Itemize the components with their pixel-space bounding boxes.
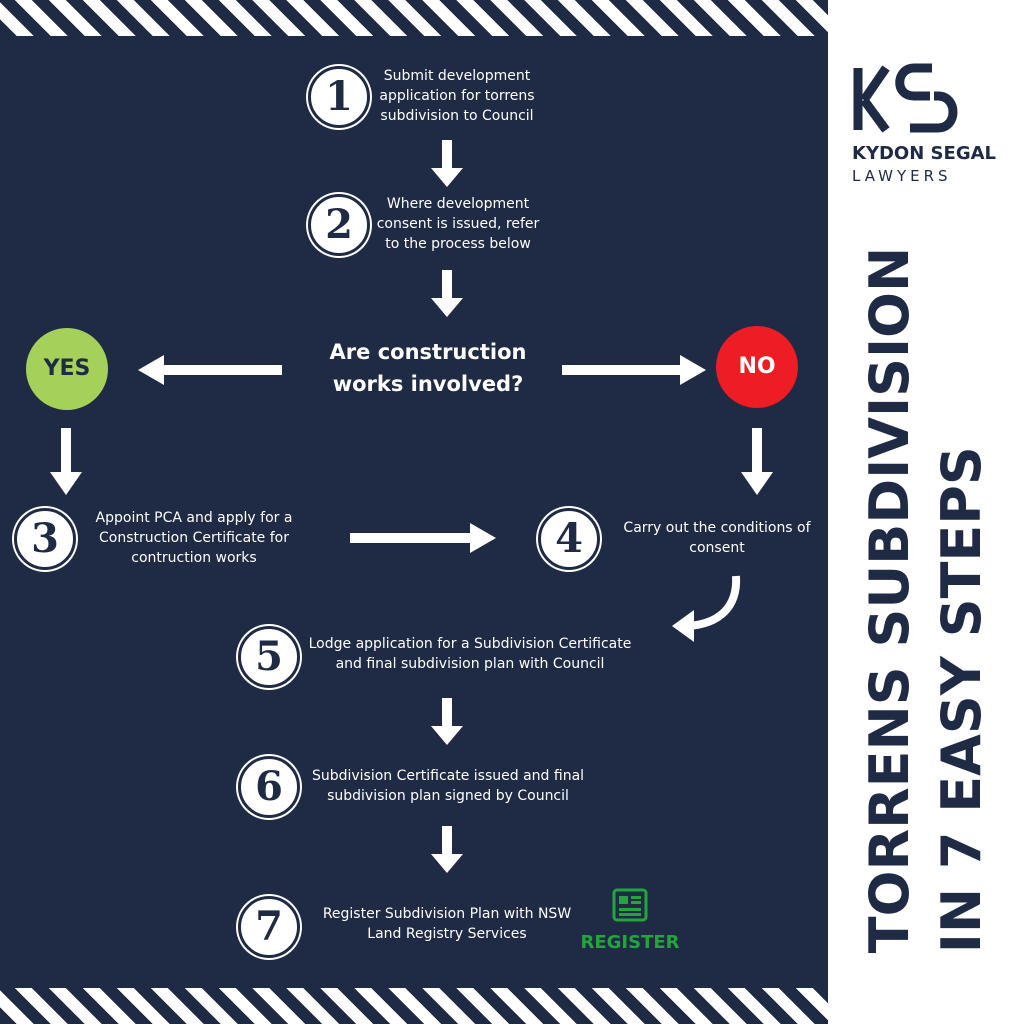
arrow-down-icon <box>431 826 463 873</box>
step-7-text: Register Subdivision Plan with NSW Land … <box>322 906 572 942</box>
step-6-text: Subdivision Certificate issued and final… <box>311 768 585 804</box>
step-2-text: Where development consent is issued, ref… <box>376 196 540 252</box>
step-5-number: 5 <box>238 626 300 688</box>
yes-badge: YES <box>26 328 108 410</box>
brand-subtitle: LAWYERS <box>852 167 952 185</box>
arrow-down-icon <box>431 140 463 187</box>
kydon-segal-logo-icon <box>853 63 958 133</box>
brand-name: KYDON SEGAL <box>852 143 996 164</box>
step-6-number: 6 <box>238 756 300 818</box>
step-4-text: Carry out the conditions of consent <box>623 520 811 556</box>
step-5-text: Lodge application for a Subdivision Cert… <box>308 636 632 672</box>
step-7-number: 7 <box>238 896 300 958</box>
no-badge: NO <box>716 326 798 408</box>
title-line-2: IN 7 EASY STEPS <box>930 446 993 954</box>
register-label: REGISTER <box>580 932 680 953</box>
flowchart-panel <box>0 36 828 988</box>
page-title: TORRENS SUBDIVISION IN 7 EASY STEPS <box>854 247 998 953</box>
arrow-down-icon <box>431 270 463 317</box>
top-stripe-border <box>0 0 828 36</box>
step-3-number: 3 <box>14 508 76 570</box>
arrow-left-icon <box>138 355 282 385</box>
step-3-text: Appoint PCA and apply for a Construction… <box>95 510 293 566</box>
arrow-down-icon <box>431 698 463 745</box>
step-1-text: Submit development application for torre… <box>379 68 535 124</box>
arrow-right-icon <box>350 523 496 553</box>
bottom-stripe-border <box>0 988 828 1024</box>
curved-arrow-icon <box>672 575 741 642</box>
decision-question: Are construction works involved? <box>329 340 527 396</box>
arrow-down-icon <box>50 428 82 495</box>
step-2-number: 2 <box>308 194 370 256</box>
register-document-icon <box>612 888 648 922</box>
arrow-right-icon <box>562 355 706 385</box>
step-4-number: 4 <box>538 508 600 570</box>
title-line-1: TORRENS SUBDIVISION <box>858 246 921 954</box>
arrow-down-icon <box>741 428 773 495</box>
step-1-number: 1 <box>308 66 370 128</box>
